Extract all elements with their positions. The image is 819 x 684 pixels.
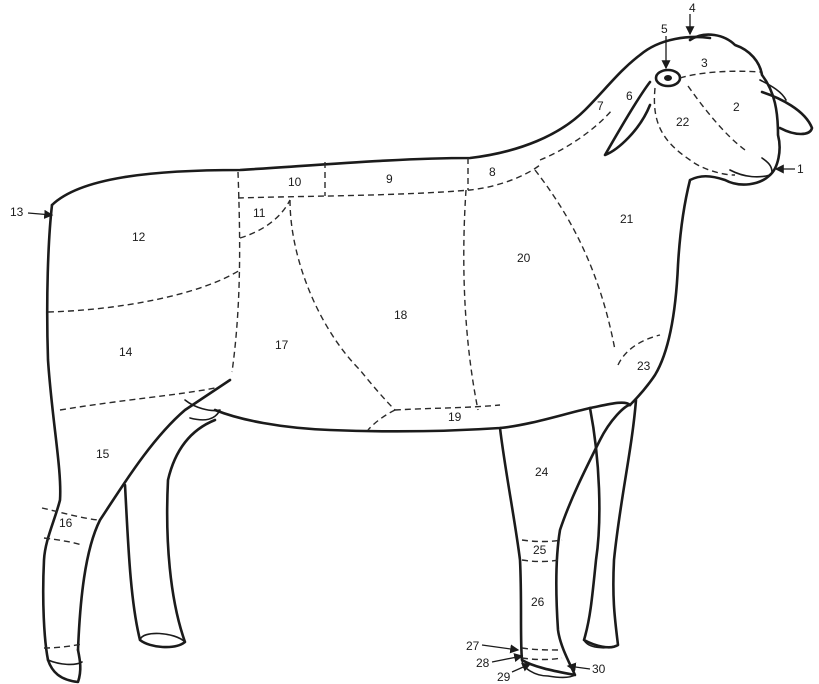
- label-8: 8: [489, 165, 496, 179]
- eye-pupil: [664, 75, 672, 81]
- label-3: 3: [701, 56, 708, 70]
- back-outline: [52, 37, 710, 205]
- label-11: 11: [253, 206, 266, 220]
- line-2-3: [680, 71, 760, 78]
- label-16: 16: [59, 516, 73, 530]
- label-24: 24: [535, 465, 549, 479]
- label-5: 5: [661, 22, 668, 36]
- front-leg-far: [584, 400, 636, 647]
- ear-outline: [762, 92, 812, 134]
- line-22: [654, 88, 735, 175]
- line-rear-pastern: [44, 644, 82, 648]
- label-14: 14: [119, 345, 133, 359]
- label-30: 30: [592, 662, 606, 676]
- label-19: 19: [448, 410, 462, 424]
- label-18: 18: [394, 308, 408, 322]
- line-2-22: [688, 86, 745, 150]
- label-20: 20: [517, 251, 531, 265]
- line-17-18: [290, 200, 395, 410]
- rear-leg-inner: [78, 380, 230, 650]
- label-17: 17: [275, 338, 289, 352]
- line-12-14: [48, 270, 240, 312]
- line-20-21: [535, 170, 615, 350]
- label-29: 29: [497, 670, 511, 684]
- line-18-20: [464, 190, 478, 410]
- far-rear-hoof: [140, 633, 185, 642]
- line-25b: [522, 560, 558, 562]
- label-10: 10: [288, 175, 302, 189]
- mouth-line: [730, 170, 770, 177]
- line-25a: [522, 540, 562, 542]
- line-19b: [368, 410, 395, 430]
- nostril: [762, 158, 772, 172]
- label-15: 15: [96, 447, 110, 461]
- label-7: 7: [597, 99, 604, 113]
- line-27: [522, 648, 560, 650]
- label-2: 2: [733, 100, 740, 114]
- label-12: 12: [132, 230, 146, 244]
- muzzle-outline: [630, 175, 770, 405]
- arrow-13: [28, 213, 52, 215]
- label-26: 26: [531, 595, 545, 609]
- front-leg-near: [500, 405, 630, 675]
- rump-outline: [43, 205, 60, 660]
- arrow-29: [512, 664, 530, 672]
- label-9: 9: [386, 172, 393, 186]
- label-25: 25: [533, 543, 547, 557]
- far-rear-leg: [125, 420, 215, 647]
- label-27: 27: [466, 639, 480, 653]
- rear-leg-outer: [48, 650, 80, 682]
- arrow-27: [482, 645, 518, 650]
- rear-hoof: [48, 660, 82, 664]
- arrow-28: [492, 656, 522, 662]
- label-6: 6: [626, 89, 633, 103]
- label-22: 22: [676, 115, 690, 129]
- label-21: 21: [620, 212, 634, 226]
- label-13: 13: [10, 205, 24, 219]
- label-23: 23: [637, 359, 651, 373]
- belly-outline: [215, 403, 630, 432]
- line-28: [522, 658, 562, 660]
- line-16b: [44, 538, 82, 545]
- label-1: 1: [797, 162, 804, 176]
- label-28: 28: [476, 656, 490, 670]
- label-4: 4: [689, 1, 696, 15]
